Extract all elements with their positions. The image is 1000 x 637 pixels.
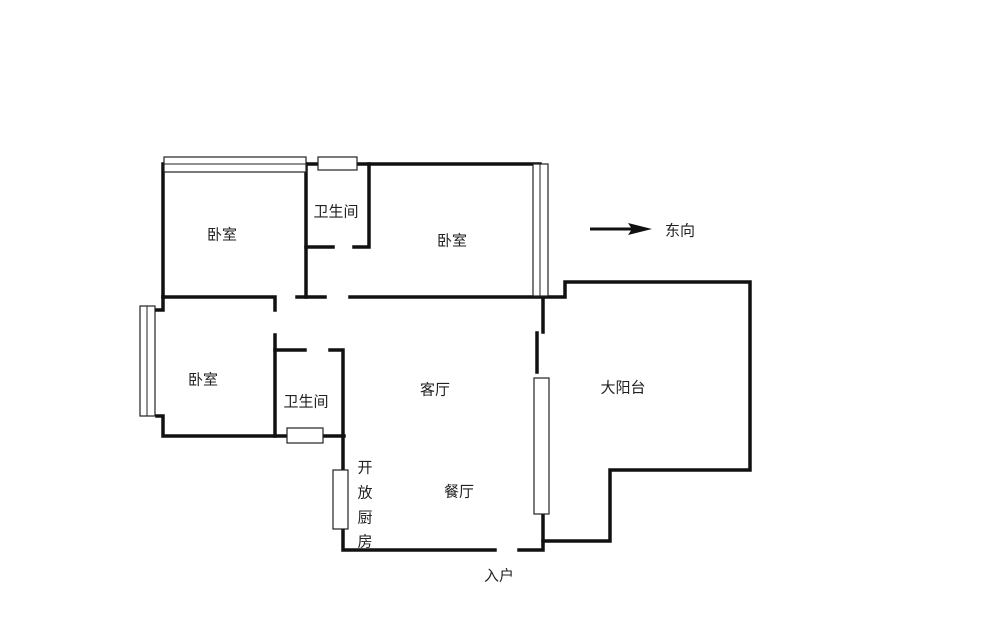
room-label-kitchen-1: 开 xyxy=(357,459,372,477)
window-living-balcony xyxy=(533,377,550,515)
room-label-balcony: 大阳台 xyxy=(600,379,645,397)
east-arrow-icon xyxy=(590,223,652,235)
window-kitchen xyxy=(332,469,349,530)
walls xyxy=(155,162,752,552)
room-label-living-room: 客厅 xyxy=(420,381,450,399)
room-label-bathroom-south: 卫生间 xyxy=(283,393,328,411)
windows xyxy=(139,156,550,530)
room-label-bathroom-north: 卫生间 xyxy=(313,203,358,221)
room-label-bedroom-west: 卧室 xyxy=(188,371,218,389)
window-bathroom-south xyxy=(286,427,324,444)
room-label-kitchen-2: 放 xyxy=(357,484,372,502)
window-bathroom-north xyxy=(317,156,358,171)
orientation-label: 东向 xyxy=(665,222,695,240)
room-label-kitchen-3: 厨 xyxy=(357,509,372,527)
room-label-bedroom-nw: 卧室 xyxy=(207,226,237,244)
entrance-label: 入户 xyxy=(484,567,514,585)
room-label-dining-room: 餐厅 xyxy=(444,483,474,501)
room-label-bedroom-ne: 卧室 xyxy=(437,232,467,250)
room-label-kitchen-4: 房 xyxy=(357,533,372,551)
